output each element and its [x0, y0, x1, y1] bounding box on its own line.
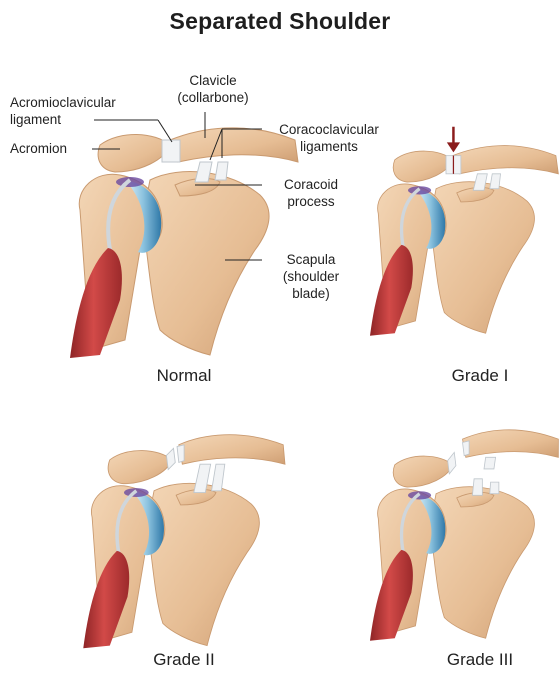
clavicle-shape [463, 430, 559, 458]
coracoid-process-label: Coracoid process [266, 176, 356, 210]
scapula-shape [142, 172, 269, 355]
acromion-shape [108, 451, 172, 484]
torn-ac-ligament-shape [463, 441, 470, 456]
clavicle-label: Clavicle (collarbone) [168, 72, 258, 106]
page-title: Separated Shoulder [0, 8, 560, 35]
acromion-shape [98, 134, 170, 172]
panel-title-grade-2: Grade II [104, 650, 264, 670]
ac-ligament-shape [162, 140, 180, 162]
torn-cc-ligament-shape [490, 482, 499, 494]
cc-ligament-shape [212, 464, 225, 491]
scapula-shape [147, 483, 259, 645]
acromioclavicular-ligament-label: Acromioclavicular ligament [10, 94, 116, 128]
coracoclavicular-ligaments-label: Coracoclavicular ligaments [264, 121, 394, 155]
arrow-head-icon [447, 142, 460, 152]
torn-ac-ligament-shape [448, 452, 456, 473]
cc-ligament-shape [215, 162, 228, 180]
clavicle-shape [453, 146, 559, 174]
panel-title-grade-1: Grade I [400, 366, 560, 386]
acromion-shape [393, 456, 452, 487]
scapula-label: Scapula (shoulder blade) [266, 251, 356, 302]
cc-ligament-shape [490, 174, 501, 189]
shoulder-grade1-illustration [370, 100, 560, 360]
scapula-shape [429, 182, 534, 334]
torn-cc-ligament-shape [472, 479, 482, 496]
torn-ac-ligament-shape [177, 445, 184, 463]
torn-ac-ligament-shape [166, 448, 175, 469]
acromion-shape [393, 151, 452, 182]
acromion-label: Acromion [10, 140, 67, 157]
torn-cc-ligament-shape [484, 457, 496, 469]
shoulder-grade2-illustration [70, 420, 300, 650]
shoulder-grade3-illustration [370, 420, 560, 650]
panel-title-normal: Normal [104, 366, 264, 386]
panel-title-grade-3: Grade III [400, 650, 560, 670]
scapula-shape [429, 487, 534, 639]
clavicle-shape [179, 435, 285, 465]
